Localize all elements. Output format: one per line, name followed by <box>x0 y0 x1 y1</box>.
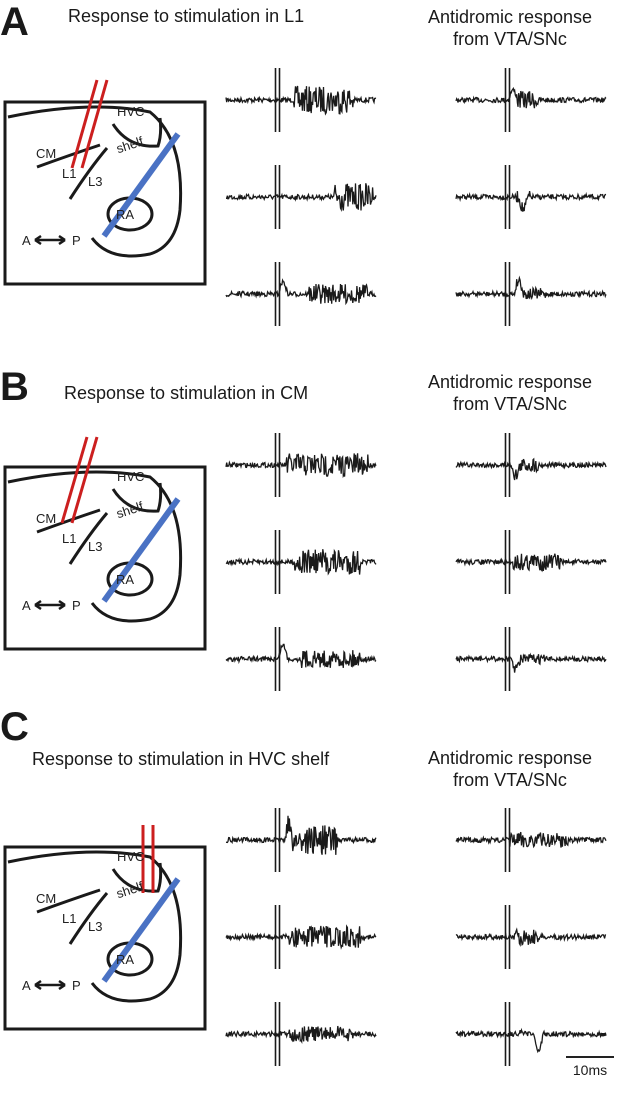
right-title-line-2: from VTA/SNc <box>453 29 567 49</box>
stimulation-electrode <box>70 79 99 169</box>
stimulation-electrode <box>70 436 99 524</box>
panel-b: B Response to stimulation in CM Antidrom… <box>0 365 617 725</box>
brain-schematic: HVC shelf CM L1 L3 RA A P <box>3 436 207 651</box>
brain-outline <box>7 470 183 623</box>
right-title-line-2: from VTA/SNc <box>453 394 567 414</box>
scale-bar: 10ms <box>566 1056 614 1096</box>
label-shelf: shelf <box>114 133 145 156</box>
label-anterior: A <box>22 598 31 613</box>
recording-trace <box>225 278 377 306</box>
right-title: Antidromic response from VTA/SNc <box>414 747 606 791</box>
l3-lamina <box>68 147 109 200</box>
label-ra: RA <box>116 572 134 587</box>
recording-electrode <box>101 497 181 603</box>
label-anterior: A <box>22 978 31 993</box>
label-hvc: HVC <box>117 469 144 484</box>
right-title-line-2: from VTA/SNc <box>453 770 567 790</box>
recording-trace <box>225 815 377 855</box>
left-title: Response to stimulation in CM <box>64 383 309 403</box>
label-posterior: P <box>72 978 81 993</box>
schematic-frame <box>3 465 207 651</box>
label-l1: L1 <box>62 166 76 181</box>
scale-bar-line <box>566 1056 614 1058</box>
anterior-posterior-arrow-icon <box>34 979 66 991</box>
label-l1: L1 <box>62 531 76 546</box>
antidromic-trace <box>455 1027 607 1054</box>
antidromic-trace <box>455 457 607 481</box>
label-ra: RA <box>116 207 134 222</box>
recording-electrode <box>101 132 181 238</box>
label-posterior: P <box>72 598 81 613</box>
trace-panel <box>225 808 607 1066</box>
anterior-posterior-arrow-icon <box>34 234 66 246</box>
panel-letter: A <box>0 0 29 44</box>
recording-trace <box>225 453 377 479</box>
l1-lamina <box>36 888 101 914</box>
brain-outline <box>7 105 183 258</box>
label-hvc: HVC <box>117 849 144 864</box>
hvc-outline <box>111 117 163 148</box>
label-l1: L1 <box>62 911 76 926</box>
brain-schematic: HVC shelf CM L1 L3 RA A P <box>3 825 207 1031</box>
scale-bar-label: 10ms <box>572 1062 608 1078</box>
label-hvc: HVC <box>117 104 144 119</box>
panel-letter: C <box>0 705 29 749</box>
recording-electrode <box>101 877 181 983</box>
recording-trace <box>225 85 377 116</box>
recording-trace <box>225 924 377 950</box>
antidromic-trace <box>455 553 607 573</box>
schematic-frame <box>3 845 207 1031</box>
label-shelf: shelf <box>114 878 145 901</box>
antidromic-trace <box>455 86 607 109</box>
label-cm: CM <box>36 146 56 161</box>
hvc-outline <box>111 482 163 513</box>
recording-trace <box>225 643 377 668</box>
right-title-line-1: Antidromic response <box>427 7 593 27</box>
antidromic-trace <box>455 191 607 212</box>
panel-c: C Response to stimulation in HVC shelf A… <box>0 705 617 1066</box>
right-title-line-1: Antidromic response <box>427 748 593 768</box>
right-title: Antidromic response from VTA/SNc <box>414 371 606 415</box>
label-l3: L3 <box>88 539 102 554</box>
label-l3: L3 <box>88 174 102 189</box>
recording-trace <box>226 183 377 212</box>
hvc-outline <box>111 862 163 893</box>
brain-outline <box>7 850 183 1003</box>
schematic-frame <box>3 100 207 286</box>
l1-lamina <box>36 143 101 169</box>
label-posterior: P <box>72 233 81 248</box>
stimulation-electrode <box>60 436 89 524</box>
recording-trace <box>225 548 377 576</box>
l1-lamina <box>36 508 101 534</box>
brain-schematic: HVC shelf CM L1 L3 RA A P <box>3 79 207 286</box>
antidromic-trace <box>455 831 607 849</box>
trace-panel <box>225 68 607 326</box>
right-title: Antidromic response from VTA/SNc <box>414 6 606 50</box>
panel-letter: B <box>0 365 29 409</box>
label-anterior: A <box>22 233 31 248</box>
trace-panel <box>225 433 607 691</box>
right-title-line-1: Antidromic response <box>427 372 593 392</box>
stimulation-electrode <box>80 79 109 169</box>
l3-lamina <box>68 892 109 945</box>
label-ra: RA <box>116 952 134 967</box>
antidromic-trace <box>455 275 607 300</box>
label-cm: CM <box>36 891 56 906</box>
antidromic-trace <box>455 652 607 673</box>
left-title: Response to stimulation in L1 <box>68 6 305 26</box>
anterior-posterior-arrow-icon <box>34 599 66 611</box>
label-l3: L3 <box>88 919 102 934</box>
antidromic-trace <box>455 927 607 948</box>
label-cm: CM <box>36 511 56 526</box>
label-shelf: shelf <box>114 498 145 521</box>
panel-a: A Response to stimulation in L1 Antidrom… <box>0 0 617 360</box>
recording-trace <box>225 1025 377 1045</box>
left-title: Response to stimulation in HVC shelf <box>32 749 330 769</box>
l3-lamina <box>68 512 109 565</box>
